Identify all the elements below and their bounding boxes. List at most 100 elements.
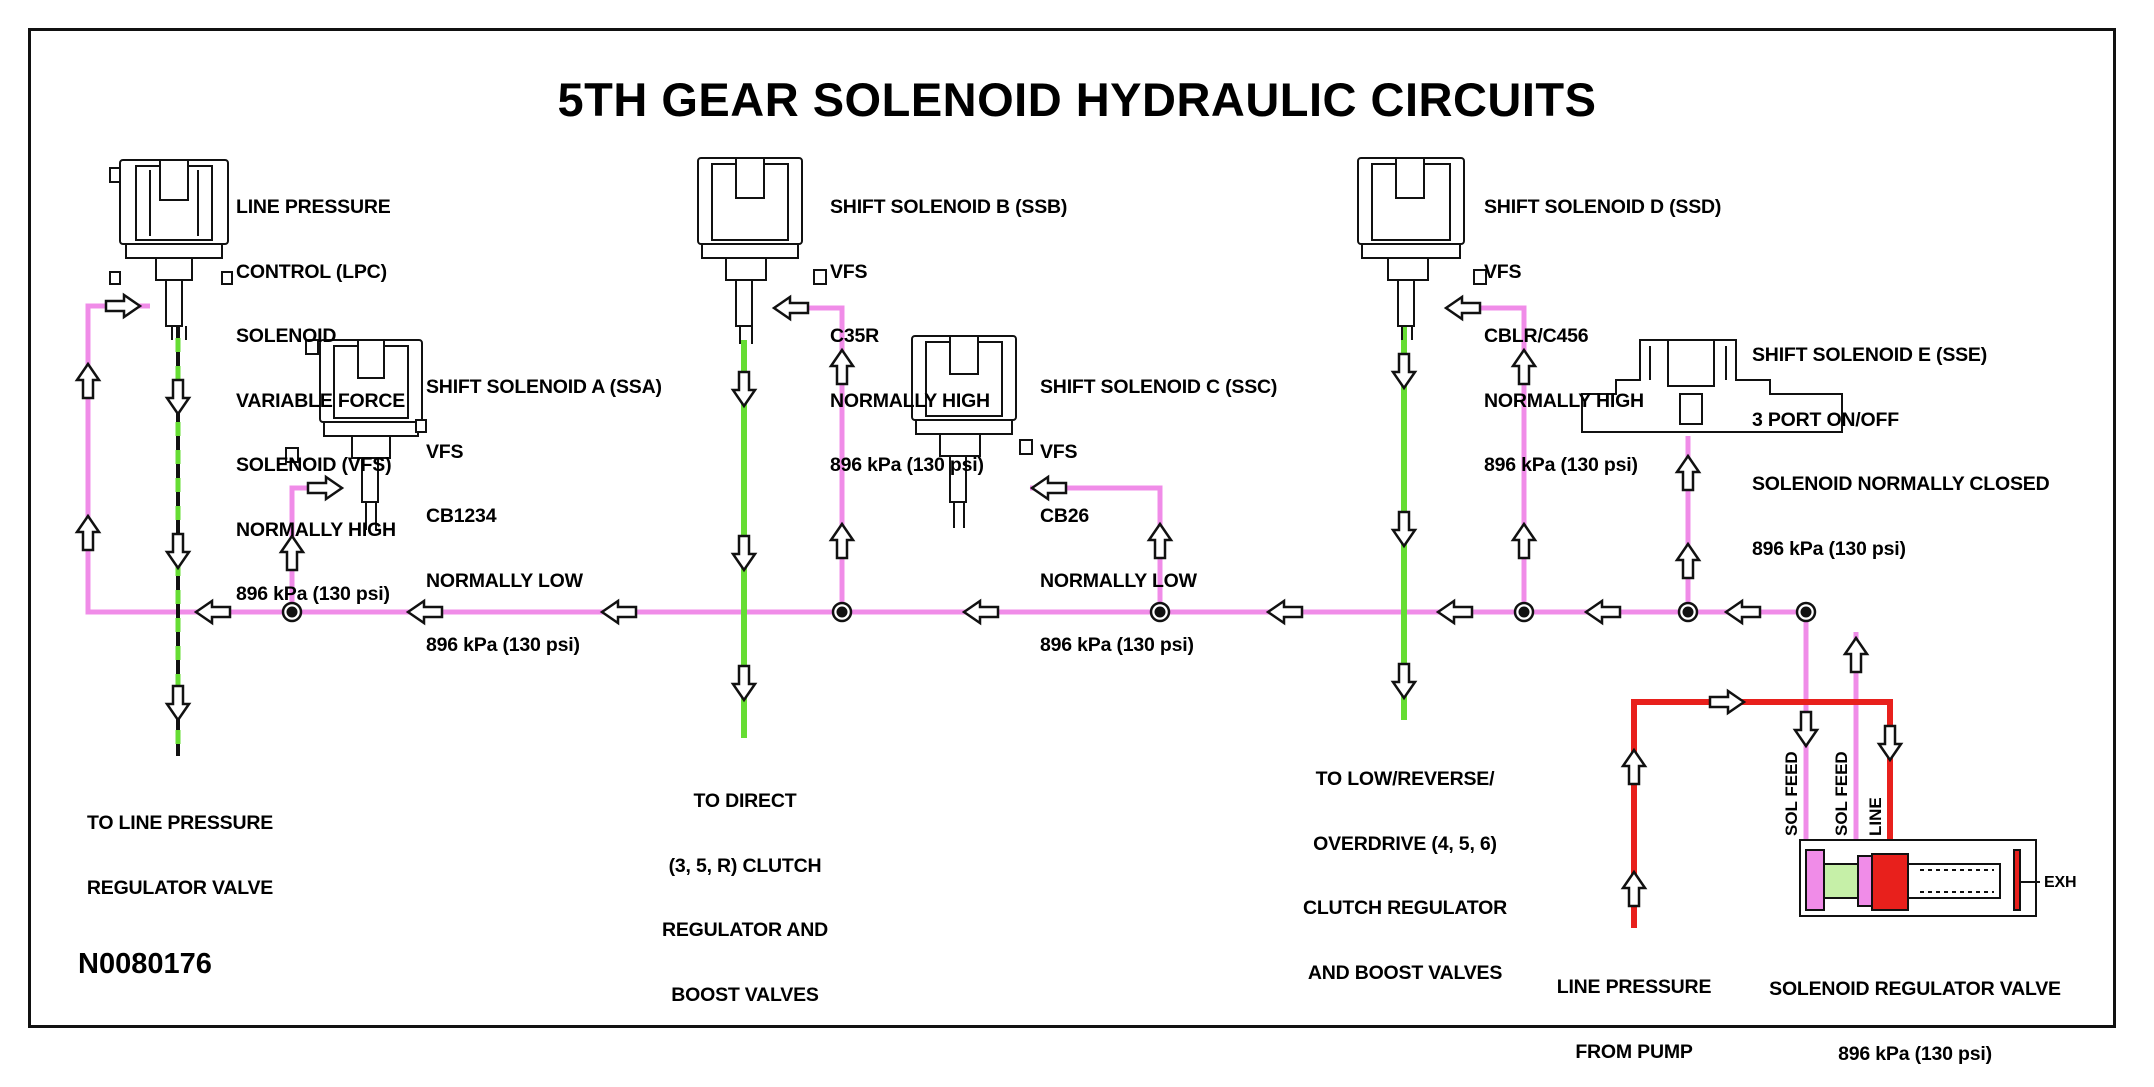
ssd-label-line: VFS: [1484, 260, 1522, 283]
lpc-label-line: LINE PRESSURE: [236, 196, 391, 218]
ssd-label-line: CBLR/C456: [1484, 325, 1589, 347]
line-pressure-pipe: [1631, 699, 1893, 928]
ssb-solenoid-body: [697, 157, 827, 344]
flow-arrow-down: [1390, 510, 1418, 549]
ssa-label-line: VFS: [426, 440, 464, 463]
lpc-feed-loop: [85, 303, 178, 615]
ssa-solenoid-label: SHIFT SOLENOID A (SSA) VFS CB1234 NORMAL…: [426, 334, 662, 678]
destination-line: TO LINE PRESSURE: [86, 812, 274, 834]
flow-arrow-left: [1029, 474, 1068, 502]
flow-arrow-down: [164, 378, 192, 417]
line-port-label: LINE: [1866, 797, 1885, 836]
flow-arrow-right: [104, 292, 143, 320]
ssd-label-line: 896 kPa (130 psi): [1484, 454, 1638, 476]
line-regulator-destination-label: TO LINE PRESSURE REGULATOR VALVE: [70, 770, 290, 921]
flow-arrow-up: [74, 513, 102, 552]
sol-feed-port-label: SOL FEED: [1832, 751, 1851, 836]
ssc-label-line: SHIFT SOLENOID C (SSC): [1040, 376, 1278, 398]
lpc-label-line: VARIABLE FORCE: [236, 389, 406, 412]
diagram-title: 5TH GEAR SOLENOID HYDRAULIC CIRCUITS: [557, 73, 1597, 126]
flow-arrow-up: [1510, 347, 1538, 386]
ssc-feed-branch: [1030, 485, 1163, 612]
solenoid-regulator-valve: [1799, 839, 2040, 917]
direct-clutch-destination-label: TO DIRECT (3, 5, R) CLUTCH REGULATOR AND…: [630, 748, 860, 1028]
flow-arrow-up: [1510, 521, 1538, 560]
ssa-label-line: NORMALLY LOW: [426, 569, 583, 592]
flow-arrow-left: [193, 598, 232, 626]
flow-arrow-up: [1842, 635, 1870, 674]
flow-arrow-left: [771, 294, 810, 322]
sse-label-line: 3 PORT ON/OFF: [1752, 408, 1899, 431]
lpc-label-line: 896 kPa (130 psi): [236, 583, 390, 605]
flow-arrow-left: [1443, 294, 1482, 322]
flow-arrows: [74, 292, 1904, 908]
lpc-solenoid-label: LINE PRESSURE CONTROL (LPC) SOLENOID VAR…: [236, 154, 405, 627]
flow-arrow-left: [961, 598, 1000, 626]
flow-arrow-up: [1674, 541, 1702, 580]
flow-arrow-left: [599, 598, 638, 626]
flow-arrow-left: [1435, 598, 1474, 626]
ssd-solenoid-body: [1357, 157, 1487, 340]
ssd-solenoid-label: SHIFT SOLENOID D (SSD) VFS CBLR/C456 NOR…: [1484, 154, 1721, 498]
lpc-label-line: NORMALLY HIGH: [236, 518, 396, 541]
destination-line: FROM PUMP: [1575, 1040, 1693, 1063]
destination-line: TO LOW/REVERSE/: [1315, 768, 1495, 790]
destination-line: AND BOOST VALVES: [1307, 961, 1503, 984]
junction-dot: [1513, 601, 1535, 623]
destination-line: REGULATOR VALVE: [86, 876, 274, 899]
destination-line: TO DIRECT: [693, 790, 797, 812]
destination-line: BOOST VALVES: [671, 983, 819, 1006]
ssb-label-line: NORMALLY HIGH: [830, 389, 990, 412]
flow-arrow-up: [74, 361, 102, 400]
solenoid-regulator-valve-label: SOLENOID REGULATOR VALVE 896 kPa (130 ps…: [1760, 936, 2070, 1087]
flow-arrow-down: [730, 664, 758, 703]
ssd-label-line: SHIFT SOLENOID D (SSD): [1484, 196, 1722, 218]
ssc-solenoid-label: SHIFT SOLENOID C (SSC) VFS CB26 NORMALLY…: [1040, 334, 1277, 678]
ssc-label-line: NORMALLY LOW: [1040, 569, 1197, 592]
destination-line: 896 kPa (130 psi): [1838, 1042, 1992, 1065]
junction-dot: [281, 601, 303, 623]
ssb-label-line: VFS: [830, 260, 868, 283]
exhaust-port-label: EXH: [2044, 874, 2077, 891]
flow-arrow-up: [1620, 747, 1648, 786]
hydraulic-circuit-diagram: [74, 157, 2040, 928]
ssc-solenoid-body: [911, 335, 1033, 528]
flow-arrow-down: [164, 684, 192, 723]
junctions: [281, 601, 1817, 623]
ssb-solenoid-label: SHIFT SOLENOID B (SSB) VFS C35R NORMALLY…: [830, 154, 1067, 498]
flow-arrow-down: [1390, 352, 1418, 391]
flow-arrow-left: [1583, 598, 1622, 626]
destination-line: CLUTCH REGULATOR: [1302, 897, 1508, 919]
flow-arrow-up: [828, 521, 856, 560]
sse-label-line: 896 kPa (130 psi): [1752, 537, 1906, 560]
ssc-label-line: 896 kPa (130 psi): [1040, 634, 1194, 656]
flow-arrow-left: [405, 598, 444, 626]
flow-arrow-down: [1390, 662, 1418, 701]
junction-dot: [831, 601, 853, 623]
lpc-label-line: SOLENOID (VFS): [236, 454, 392, 476]
flow-arrow-down: [1876, 724, 1904, 763]
flow-arrow-down: [1792, 710, 1820, 749]
ssc-label-line: VFS: [1040, 440, 1078, 463]
diagram-frame: [28, 28, 2116, 1028]
lpc-label-line: SOLENOID: [236, 325, 337, 347]
flow-arrow-up: [278, 533, 306, 572]
ssd-label-line: NORMALLY HIGH: [1484, 389, 1644, 412]
ssb-label-line: SHIFT SOLENOID B (SSB): [830, 196, 1068, 218]
sse-label-line: SHIFT SOLENOID E (SSE): [1752, 344, 1988, 366]
pump-source-label: LINE PRESSURE FROM PUMP: [1534, 934, 1734, 1085]
junction-dot: [1677, 601, 1699, 623]
flow-arrow-down: [164, 532, 192, 571]
flow-arrow-right: [1708, 688, 1747, 716]
destination-line: REGULATOR AND: [661, 919, 829, 941]
sse-solenoid-body: [1581, 339, 1843, 433]
ssa-label-line: CB1234: [426, 505, 497, 527]
ssa-label-line: SHIFT SOLENOID A (SSA): [426, 376, 662, 398]
flow-arrow-left: [1723, 598, 1762, 626]
flow-arrow-down: [730, 534, 758, 573]
ssc-label-line: CB26: [1040, 505, 1090, 527]
flow-arrow-up: [1146, 521, 1174, 560]
flow-arrow-up: [828, 347, 856, 386]
ssa-solenoid-body: [285, 339, 427, 530]
ssb-label-line: C35R: [830, 325, 880, 347]
